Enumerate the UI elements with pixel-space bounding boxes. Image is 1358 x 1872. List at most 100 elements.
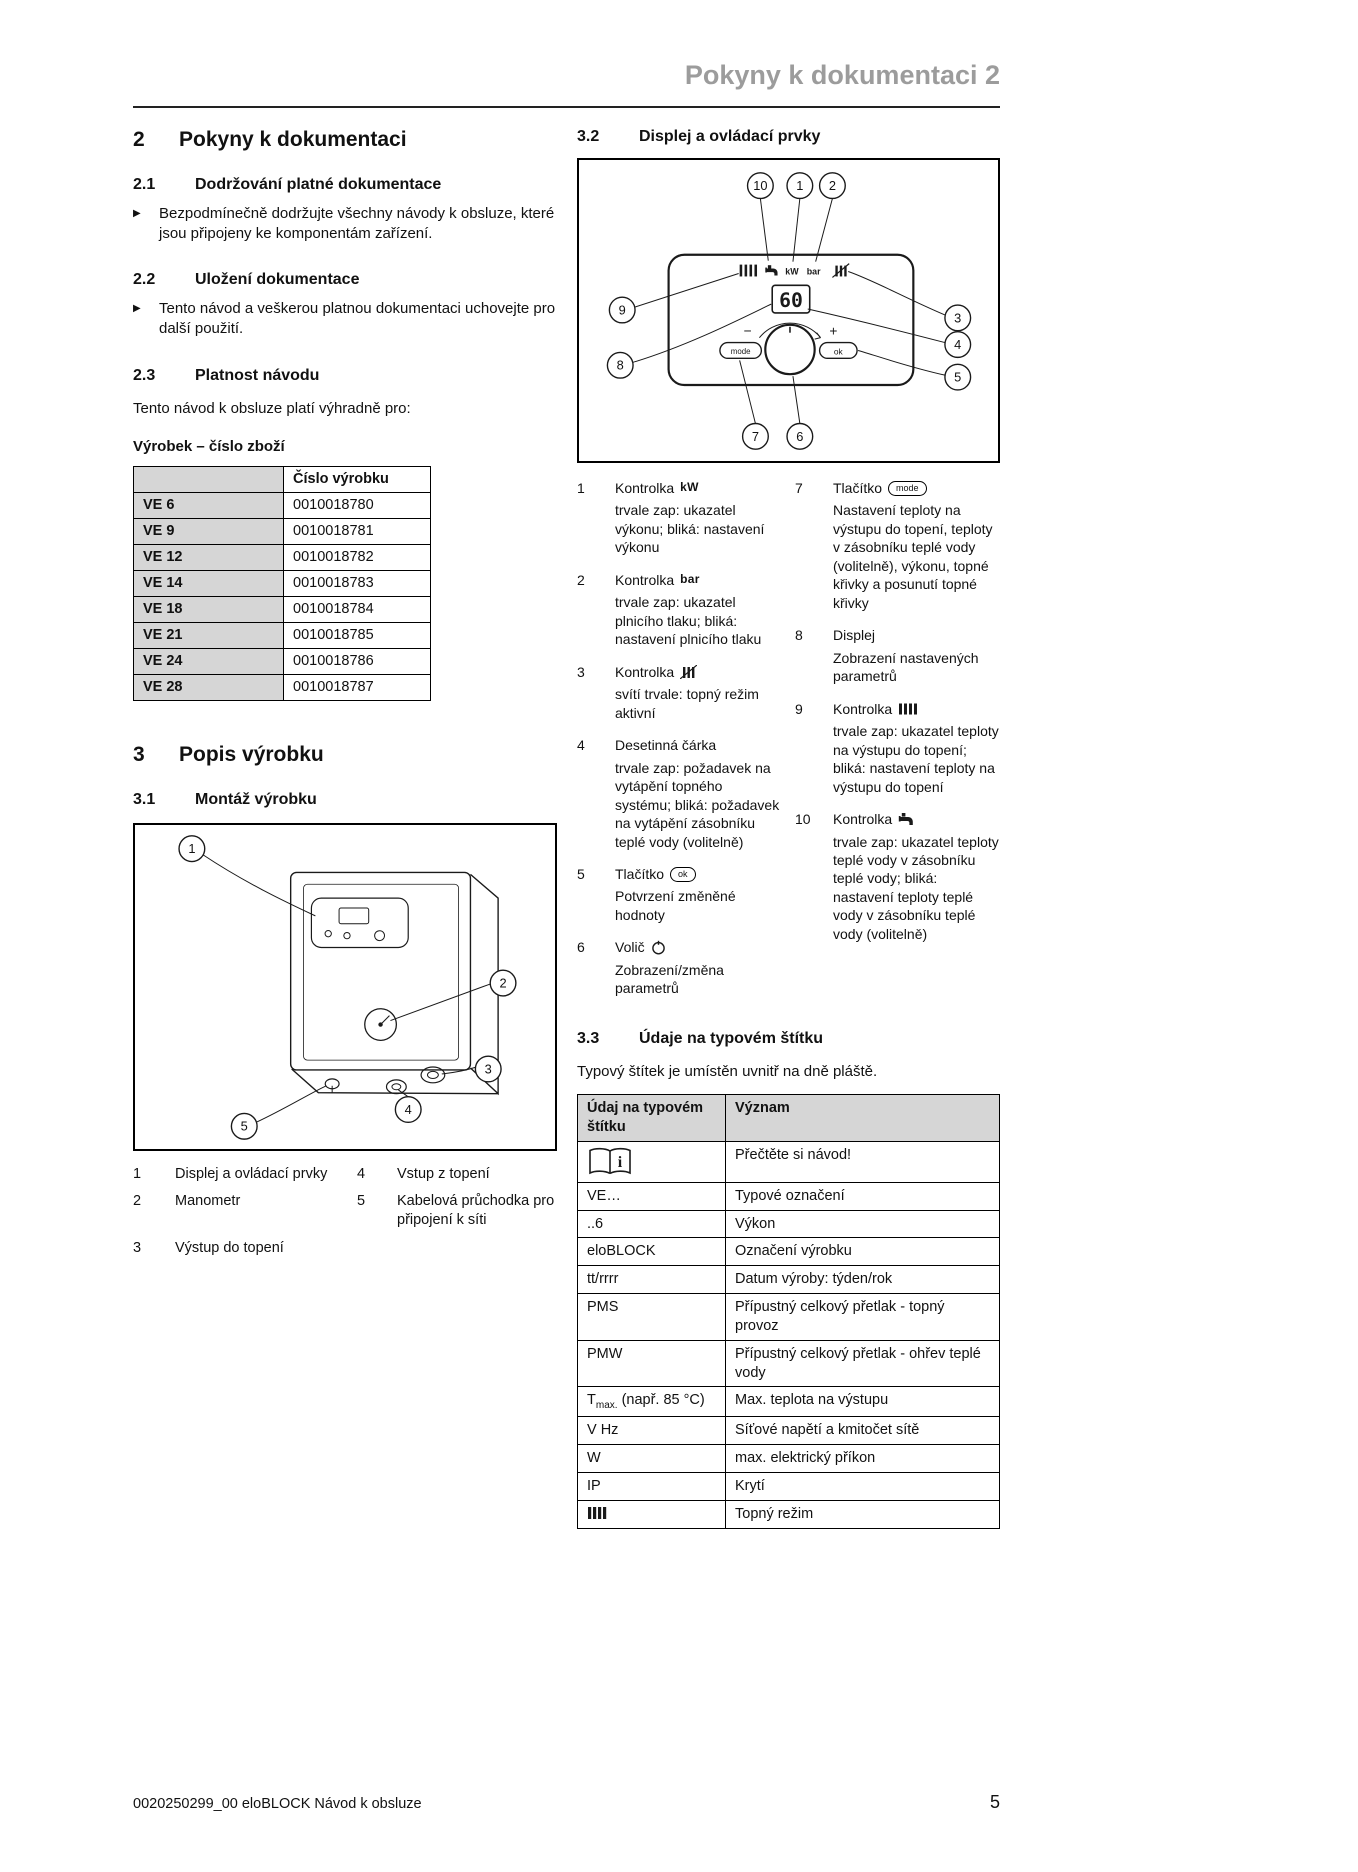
model-cell: VE 28 xyxy=(133,673,284,701)
bullet-item: ▶ Bezpodmínečně dodržujte všechny návody… xyxy=(133,204,557,245)
tap-icon xyxy=(898,813,913,826)
front-panel-detail xyxy=(310,897,409,948)
bullet-text: Bezpodmínečně dodržujte všechny návody k… xyxy=(159,205,555,243)
typeplate-key-cell: IP xyxy=(577,1472,726,1501)
typeplate-col1-header: Údaj na typovém štítku xyxy=(577,1094,726,1142)
typeplate-value-cell: Síťové napětí a kmitočet sítě xyxy=(725,1416,1000,1446)
legend-desc: Zobrazení/změna parametrů xyxy=(615,961,724,997)
legend-entry: 10 Kontrolka trvale zap: ukazatel teplot… xyxy=(795,810,1000,949)
legend-desc: trvale zap: ukazatel výkonu; bliká: nast… xyxy=(615,502,765,556)
model-cell: VE 9 xyxy=(133,517,284,545)
number-cell: 0010018784 xyxy=(283,595,431,623)
tmax-subscript: max. xyxy=(595,1400,618,1412)
mounting-diagram: 1 2 3 4 5 xyxy=(133,822,557,1151)
section-3-3-title: Údaje na typovém štítku xyxy=(639,1029,824,1047)
typeplate-key-cell: V Hz xyxy=(577,1416,726,1446)
table-row: i Přečtěte si návod! xyxy=(577,1140,1000,1183)
bar-indicator-label: bar xyxy=(807,266,821,276)
number-cell: 0010018781 xyxy=(283,517,431,545)
legend-term: Volič xyxy=(615,939,645,956)
section-3-1-heading: 3.1 Montáž výrobku xyxy=(133,791,557,809)
legend-num: 3 xyxy=(133,1240,142,1257)
legend-entry: 8 Displej Zobrazení nastavených parametr… xyxy=(795,626,1000,691)
legend-term: Kontrolka xyxy=(833,700,893,717)
typeplate-value-cell: Topný režim xyxy=(725,1499,1000,1529)
typeplate-value-cell: Přečtěte si návod! xyxy=(725,1140,1000,1183)
callout-5: 5 xyxy=(944,363,972,391)
ok-button-pill xyxy=(818,341,858,360)
radiator-icon xyxy=(899,703,918,715)
model-cell: VE 6 xyxy=(133,491,284,519)
typeplate-key-cell: W xyxy=(577,1444,726,1474)
table-row: Tmax. (např. 85 °C) Max. teplota na výst… xyxy=(577,1386,1000,1418)
ok-button-label: ok xyxy=(834,346,844,356)
typeplate-key-cell: PMS xyxy=(577,1293,726,1341)
section-3-1-title: Montáž výrobku xyxy=(195,790,317,808)
typeplate-key-cell: tt/rrrr xyxy=(577,1265,726,1295)
legend-label: Displej a ovládací prvky xyxy=(175,1165,328,1182)
section-2-heading: 2 Pokyny k dokumentaci xyxy=(133,128,557,152)
svg-text:1: 1 xyxy=(796,178,803,193)
typeplate-key-cell: Tmax. (např. 85 °C) xyxy=(577,1386,726,1418)
legend-term: Kontrolka xyxy=(615,480,675,496)
table-header-row: Číslo výrobku xyxy=(133,465,431,493)
typeplate-col2-header: Význam xyxy=(725,1094,1000,1142)
typeplate-value-cell: Max. teplota na výstupu xyxy=(725,1386,1000,1418)
section-2-3-number: 2.3 xyxy=(133,367,156,384)
section-2-2-heading: 2.2 Uložení dokumentace xyxy=(133,271,557,289)
svg-text:i: i xyxy=(618,1154,623,1171)
typeplate-key-cell xyxy=(577,1499,726,1529)
running-header: Pokyny k dokumentaci 2 xyxy=(684,60,1000,90)
control-panel-drawing: kW bar xyxy=(606,172,972,450)
section-3-2-heading: 3.2 Displej a ovládací prvky xyxy=(577,128,1000,146)
svg-text:3: 3 xyxy=(485,1061,492,1076)
heating-mode-icon xyxy=(680,664,698,679)
legend-term: Displej xyxy=(833,627,876,644)
section-2-title: Pokyny k dokumentaci xyxy=(179,128,407,151)
section-2-1-heading: 2.1 Dodržování platné dokumentace xyxy=(133,176,557,194)
model-header-cell xyxy=(133,465,284,493)
left-column: 2 Pokyny k dokumentaci 2.1 Dodržování pl… xyxy=(133,128,557,1258)
svg-text:7: 7 xyxy=(752,429,759,444)
mounting-legend: 1 Displej a ovládací prvky 4 Vstup z top… xyxy=(133,1165,557,1258)
radiator-icon xyxy=(588,1506,607,1519)
typeplate-value-cell: Přípustný celkový přetlak - topný provoz xyxy=(725,1293,1000,1341)
number-cell: 0010018783 xyxy=(283,569,431,597)
legend-num: 4 xyxy=(357,1165,366,1182)
legend-num: 3 xyxy=(577,663,585,680)
dial-arc xyxy=(759,322,821,338)
page-number: 5 xyxy=(989,1792,1000,1812)
svg-text:6: 6 xyxy=(796,429,803,444)
legend-label: Kabelová průchodka pro připojení k síti xyxy=(397,1193,555,1229)
heating-indicator-icon xyxy=(832,263,850,278)
section-3-heading: 3 Popis výrobku xyxy=(133,743,557,767)
model-cell: VE 12 xyxy=(133,543,284,571)
section-3-3-heading: 3.3 Údaje na typovém štítku xyxy=(577,1030,1000,1048)
legend-num: 2 xyxy=(133,1193,142,1210)
typeplate-value-cell: Datum výroby: týden/rok xyxy=(725,1265,1000,1295)
callout-1: 1 xyxy=(178,834,206,862)
footer-document-id: 0020250299_00 eloBLOCK Návod k obsluze xyxy=(133,1796,422,1812)
legend-desc: Potvrzení změněné hodnoty xyxy=(615,888,736,923)
section-2-1-number: 2.1 xyxy=(133,176,156,193)
svg-text:4: 4 xyxy=(405,1101,412,1116)
svg-text:2: 2 xyxy=(499,975,506,990)
legend-desc: trvale zap: požadavek na vytápění topnéh… xyxy=(615,759,780,850)
section-2-1-title: Dodržování platné dokumentace xyxy=(195,176,442,193)
typeplate-value-cell: Výkon xyxy=(725,1209,1000,1239)
typeplate-value-cell: max. elektrický příkon xyxy=(725,1444,1000,1474)
svg-text:1: 1 xyxy=(188,841,195,856)
manometer-detail xyxy=(364,1007,398,1041)
